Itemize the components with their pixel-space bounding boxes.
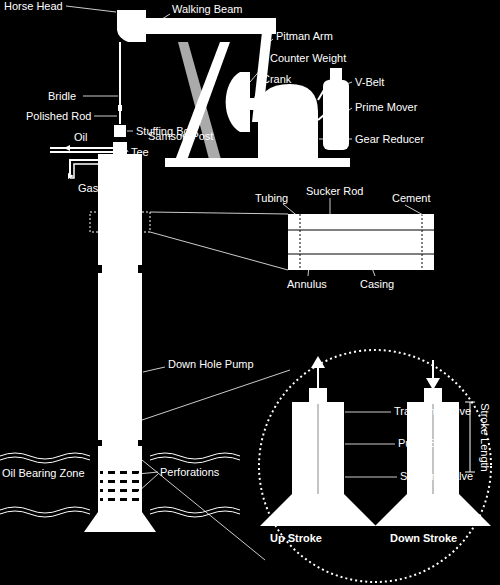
part-label: Stroke Length (478, 403, 491, 472)
part-label: Tubing (255, 192, 288, 205)
part-label: Oil Bearing Zone (2, 467, 85, 480)
part-label: Pitman Arm (276, 30, 333, 43)
part-label: Oil (74, 131, 87, 144)
part-label: Casing (360, 278, 394, 291)
part-label: Pump Barrel (398, 437, 459, 450)
part-label: Gas (78, 182, 98, 195)
part-label: Samson Post (148, 130, 213, 143)
part-label: Perforations (160, 466, 219, 479)
part-label: Bridle (48, 90, 76, 103)
part-label: Annulus (287, 278, 327, 291)
part-label: V-Belt (355, 76, 384, 89)
part-label: Standing Valve (400, 470, 473, 483)
part-label: Polished Rod (26, 110, 91, 123)
part-label: Tee (131, 146, 149, 159)
part-label: Walking Beam (172, 3, 243, 16)
part-label: Down Stroke (390, 532, 457, 545)
part-label: Down Hole Pump (168, 358, 254, 371)
part-label: Cement (392, 192, 431, 205)
part-label: Up Stroke (270, 532, 322, 545)
part-label: Gear Reducer (355, 133, 424, 146)
part-label: Crank (262, 73, 291, 86)
part-label: Horse Head (4, 0, 63, 13)
part-label: Sucker Rod (306, 185, 363, 198)
part-label: Counter Weight (270, 52, 346, 65)
part-label: Prime Mover (355, 101, 417, 114)
part-label: Travelling Valve (394, 405, 471, 418)
